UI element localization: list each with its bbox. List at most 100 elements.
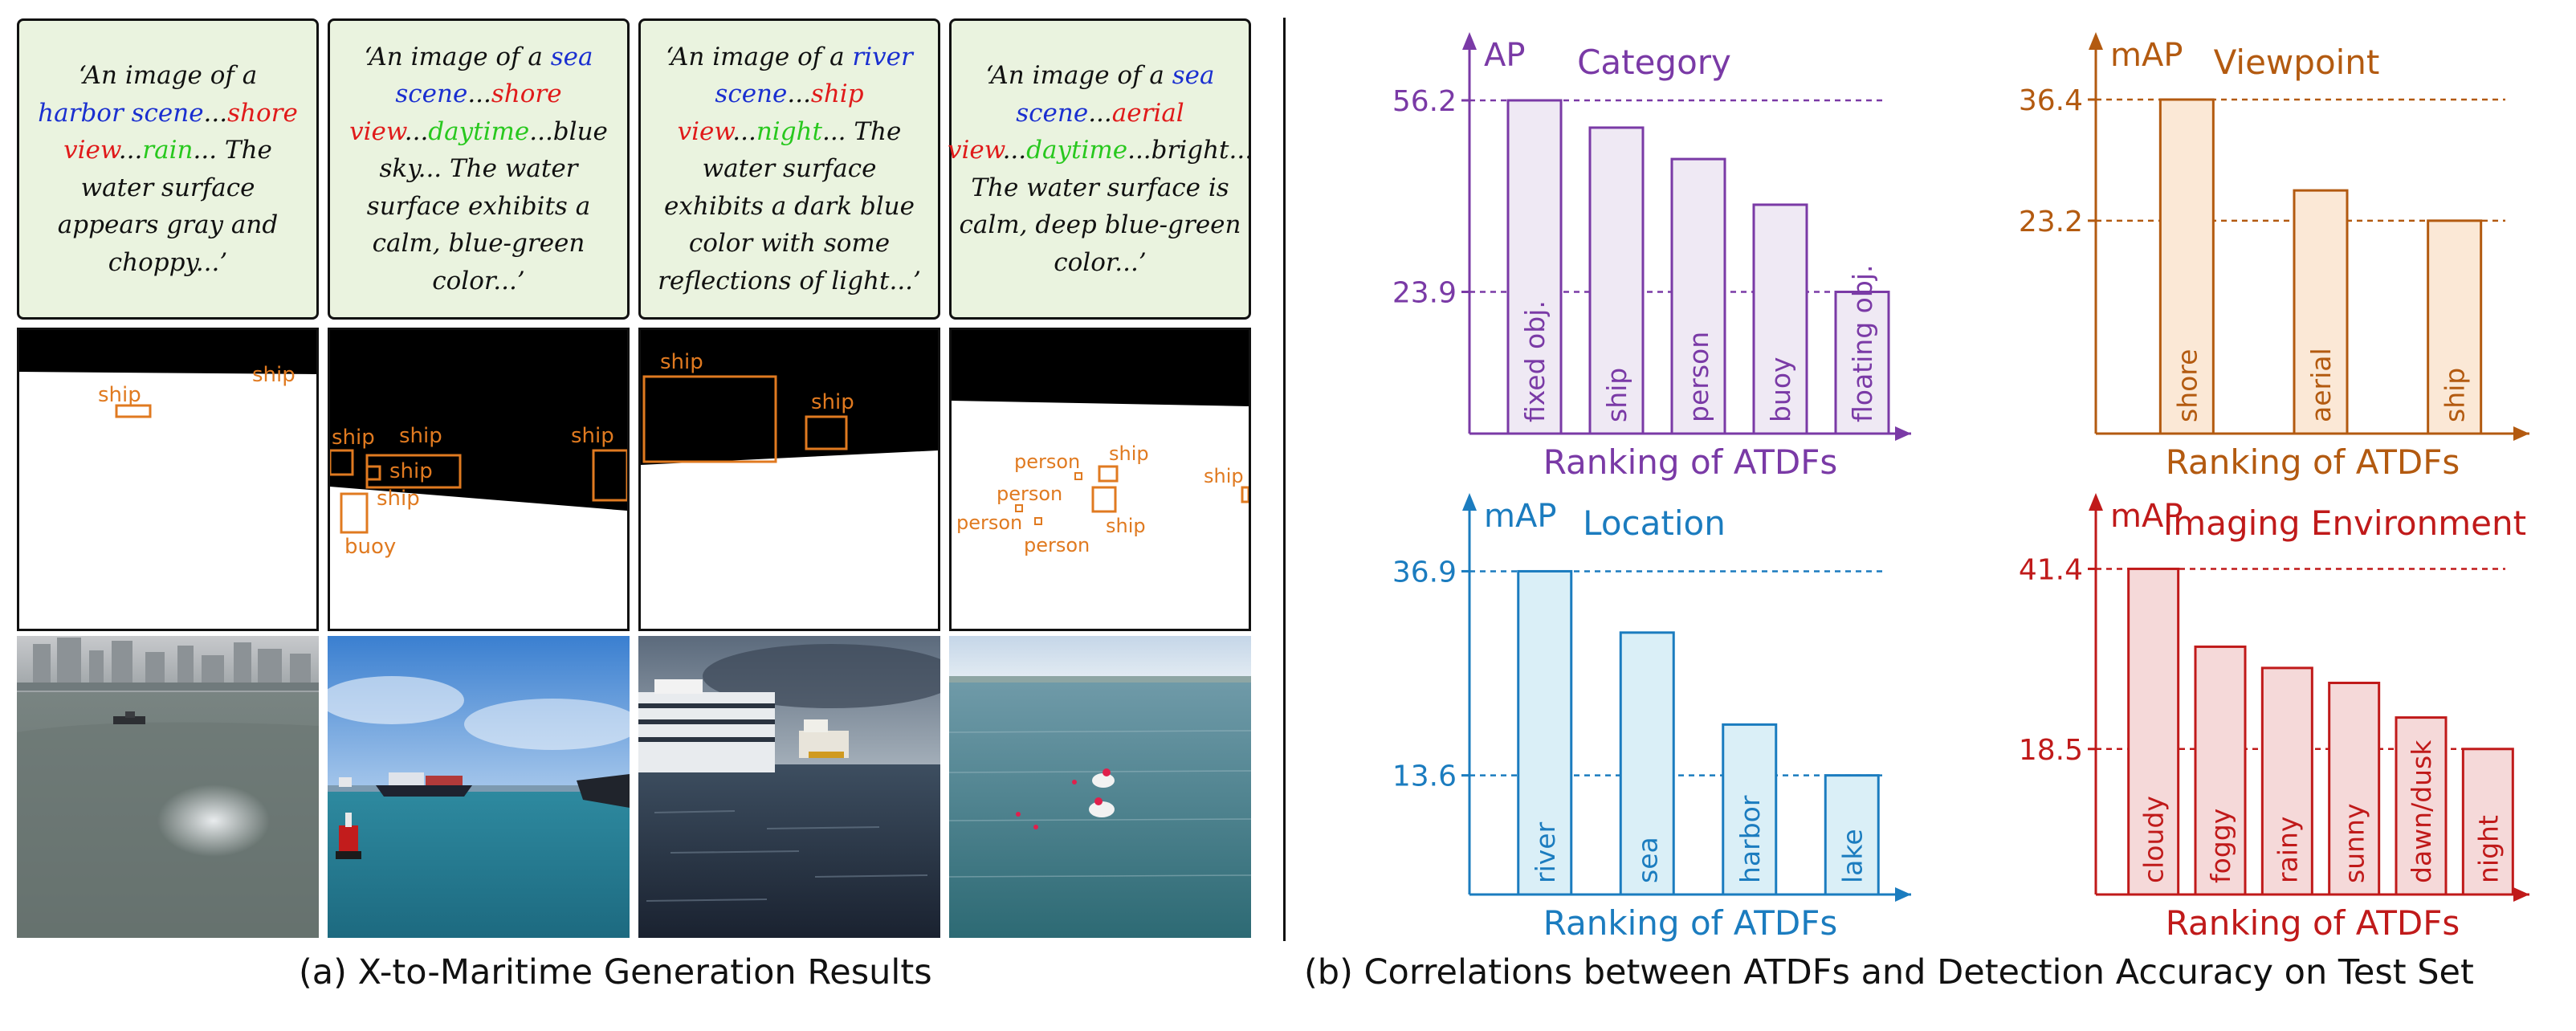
bar-river <box>1517 569 1573 896</box>
y-tick-label: 41.4 <box>2019 553 2083 586</box>
prompt-text: ‘An image of a river scene...ship view..… <box>655 39 923 300</box>
bar-sunny <box>2328 681 2381 896</box>
bbox-label: ship <box>1106 515 1146 537</box>
x-axis-arrow <box>2513 887 2529 902</box>
y-axis-label: AP <box>1484 37 1525 74</box>
x-axis-label: Ranking of ATDFs <box>2166 442 2460 482</box>
bar-label: sunny <box>2339 804 2370 883</box>
x-axis-label: Ranking of ATDFs <box>1543 903 1838 943</box>
y-axis-label: mAP <box>1484 498 1556 535</box>
bbox-label: ship <box>811 390 854 414</box>
bar-label: ship <box>1601 368 1632 422</box>
prompt-box-3: ‘An image of a river scene...ship view..… <box>638 18 940 320</box>
bar-night <box>2461 748 2514 896</box>
generated-image-1 <box>17 636 319 938</box>
chart-title: Category <box>1577 43 1731 82</box>
bar-label: night <box>2472 815 2504 883</box>
bbox-label: ship <box>1204 465 1244 487</box>
bbox-label: ship <box>252 363 296 387</box>
prompt-box-1: ‘An image of a harbor scene...shore view… <box>17 18 319 320</box>
bbox-label: ship <box>98 383 141 407</box>
bar-label: foggy <box>2205 809 2236 883</box>
bar-label: cloudy <box>2138 796 2170 883</box>
y-tick-label: 23.9 <box>1392 277 1457 310</box>
bar-label: river <box>1530 821 1561 883</box>
prompt-segment: river scene <box>715 42 913 109</box>
y-axis-arrow <box>1462 493 1477 511</box>
bar-lake <box>1824 774 1880 896</box>
bbox-ship <box>330 449 354 476</box>
x-axis-label: Ranking of ATDFs <box>1543 442 1838 482</box>
prompt-segment: ...bright... The water surface is calm, … <box>959 136 1253 277</box>
mask-region-sky <box>330 330 627 511</box>
y-tick-label: 13.6 <box>1392 760 1457 793</box>
bar-rainy <box>2260 666 2313 896</box>
bbox-label: ship <box>332 426 375 450</box>
caption-b: (b) Correlations between ATDFs and Detec… <box>1304 952 2474 992</box>
x-axis-arrow <box>1895 426 1911 441</box>
bbox-person <box>1074 472 1082 480</box>
y-tick-label: 23.2 <box>2019 206 2083 238</box>
bar-ship <box>1588 126 1645 435</box>
prompt-segment: ... <box>118 136 143 165</box>
mask-region-sky <box>641 330 938 465</box>
bar-ship <box>2427 219 2483 435</box>
x-axis-arrow <box>1895 887 1911 902</box>
bar-person <box>1670 157 1726 435</box>
bbox-ship <box>1241 486 1249 503</box>
prompt-segment: ... <box>203 98 228 128</box>
prompt-segment: ... <box>467 79 491 109</box>
layout-mask-1: ship ship <box>17 328 319 631</box>
generated-image-3 <box>638 636 940 938</box>
chart-title: Viewpoint <box>2214 43 2380 82</box>
prompt-segment: ... The water surface appears gray and c… <box>57 136 279 277</box>
prompt-segment: daytime <box>1026 136 1128 165</box>
bar-sea <box>1619 631 1675 896</box>
prompt-segment: rain <box>142 136 194 165</box>
prompt-segment: daytime <box>428 116 530 146</box>
bbox-label: person <box>997 483 1062 505</box>
bar-label: lake <box>1836 829 1868 883</box>
mask-svg-1: ship ship <box>19 330 316 629</box>
bbox-label: ship <box>399 424 442 448</box>
bar-floating-obj- <box>1834 291 1890 435</box>
generated-image-4 <box>949 636 1251 938</box>
bbox-label: ship <box>660 350 703 374</box>
prompt-segment: harbor scene <box>38 98 204 128</box>
bar-label: dawn/dusk <box>2406 740 2437 883</box>
mask-region-sky <box>952 330 1249 406</box>
bbox-label: ship <box>377 487 420 511</box>
bar-cloudy <box>2127 567 2180 896</box>
bbox-ship <box>115 404 152 418</box>
bbox-ship <box>642 375 777 463</box>
bar-label: buoy <box>1765 357 1796 422</box>
bbox-ship <box>805 415 848 450</box>
bar-label: shore <box>2171 349 2203 422</box>
x-axis-arrow <box>2513 426 2529 441</box>
bbox-ship <box>1091 486 1117 513</box>
chart-title: Imaging Environment <box>2163 503 2526 543</box>
bbox-label: person <box>956 511 1022 534</box>
bar-label: fixed obj. <box>1519 300 1551 422</box>
bbox-person <box>1015 504 1023 512</box>
prompt-segment: shore view <box>63 98 298 165</box>
prompt-segment: ‘An image of a <box>666 42 853 71</box>
prompt-segment: ... <box>1088 98 1112 128</box>
bbox-person <box>1034 517 1042 525</box>
y-tick-label: 56.2 <box>1392 85 1457 118</box>
prompt-segment: ... <box>732 116 756 146</box>
prompt-text: ‘An image of a harbor scene...shore view… <box>34 57 302 281</box>
layout-mask-4: person ship person person person ship sh… <box>949 328 1251 631</box>
chart-title: Location <box>1583 503 1726 543</box>
prompt-segment: ship view <box>677 79 864 146</box>
mask-svg-2: ship ship ship ship ship buoy <box>330 330 627 629</box>
prompt-segment: sea scene <box>1016 61 1215 128</box>
bar-fixed-obj- <box>1506 99 1563 435</box>
prompt-text: ‘An image of a sea scene...aerial view..… <box>948 57 1253 281</box>
bbox-ship <box>365 465 381 481</box>
bar-label: sea <box>1632 837 1663 883</box>
